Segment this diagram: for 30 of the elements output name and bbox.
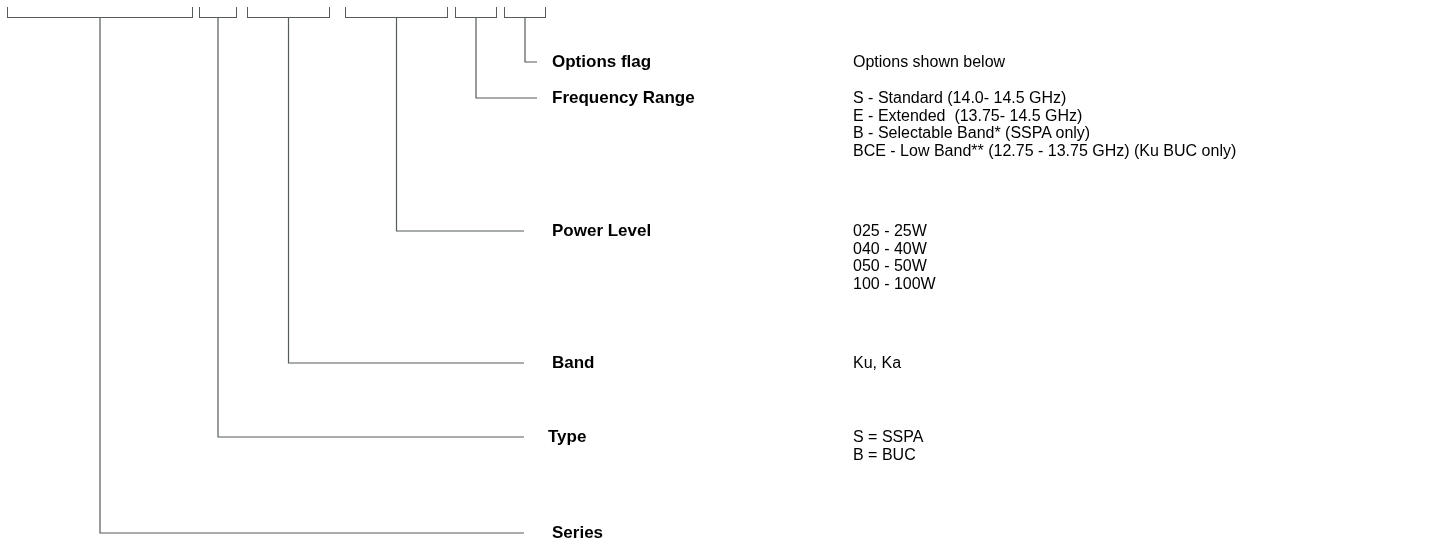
- option-description: B - Selectable Band* (SSPA only): [853, 124, 1091, 142]
- option-description: 050 - 50W: [853, 257, 927, 275]
- field-label: Frequency Range: [552, 88, 695, 108]
- option-description: Options shown below: [853, 53, 1006, 71]
- bracket: [345, 7, 448, 18]
- leader-line: [99, 17, 525, 534]
- leader-line: [475, 17, 538, 99]
- leader-line: [287, 17, 525, 364]
- option-description: B = BUC: [853, 445, 916, 463]
- bracket: [504, 7, 546, 18]
- option-description: 100 - 100W: [853, 274, 936, 292]
- field-label: Type: [548, 427, 587, 447]
- option-description: S - Standard (14.0- 14.5 GHz): [853, 89, 1067, 107]
- leader-line: [524, 17, 538, 63]
- option-description: 040 - 40W: [853, 239, 927, 257]
- option-description: BCE - Low Band** (12.75 - 13.75 GHz) (Ku BUC only): [853, 141, 1237, 159]
- option-description: 025 - 25W: [853, 222, 927, 240]
- option-description: Ku, Ka: [853, 354, 902, 372]
- bracket: [247, 7, 330, 18]
- leader-line: [217, 17, 525, 438]
- option-description: E - Extended (13.75- 14.5 GHz): [853, 106, 1083, 124]
- field-label: Series: [552, 523, 604, 543]
- field-label: Power Level: [552, 221, 652, 241]
- field-label: Options flag: [552, 52, 652, 72]
- bracket: [7, 7, 193, 18]
- leader-line: [395, 17, 525, 232]
- bracket: [199, 7, 237, 18]
- option-description: S = SSPA: [853, 428, 924, 446]
- bracket: [455, 7, 497, 18]
- field-label: Band: [552, 353, 595, 373]
